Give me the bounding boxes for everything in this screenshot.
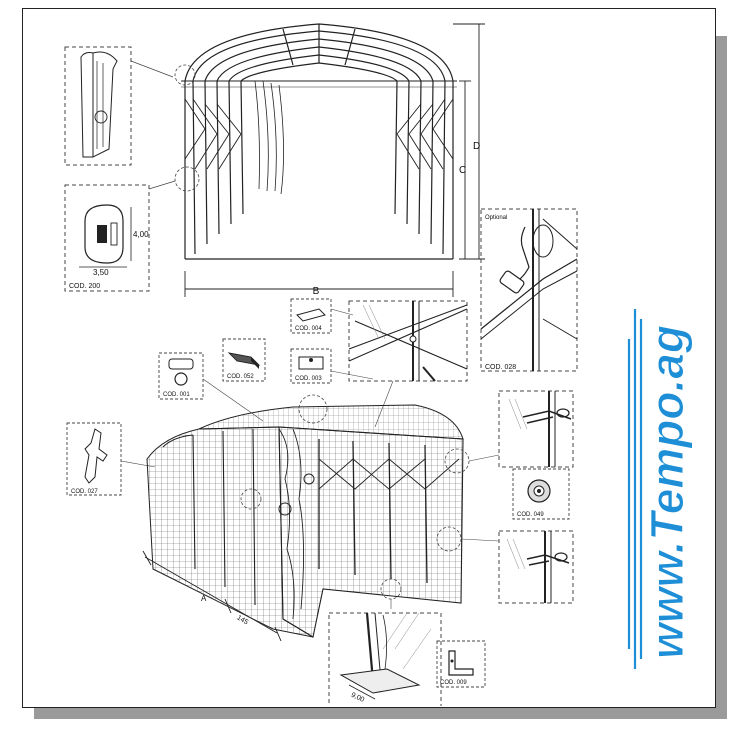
label-145: 145 xyxy=(236,614,250,626)
label-cod003: COD. 003 xyxy=(295,376,322,382)
label-cod004: COD. 004 xyxy=(295,326,322,332)
detail-profile-box xyxy=(64,46,196,166)
label-b: B xyxy=(313,286,320,297)
tunnel-perspective-view xyxy=(146,394,470,638)
label-cod200: COD. 200 xyxy=(69,283,100,290)
label-d: D xyxy=(473,141,480,152)
detail-optional-box xyxy=(480,208,578,372)
dimension-a xyxy=(142,550,282,642)
detail-cod052-box xyxy=(222,338,266,382)
label-a: A xyxy=(201,594,207,603)
label-cod049: COD. 049 xyxy=(517,512,544,518)
label-cod009: COD. 009 xyxy=(440,680,467,686)
technical-drawing: B C D 3,50 4,00 COD. 200 xyxy=(64,23,694,708)
detail-cod049-box xyxy=(512,468,570,520)
label-optional: Optional xyxy=(485,215,507,221)
drawing-sheet: B C D 3,50 4,00 COD. 200 xyxy=(22,8,716,708)
tempo-logo: www.Tempo.ag xyxy=(627,309,694,669)
detail-joint-box xyxy=(348,300,468,428)
label-cod027: COD. 027 xyxy=(71,489,98,495)
detail-clip-bottom-box xyxy=(460,530,574,604)
label-cod028: COD. 028 xyxy=(485,364,516,371)
label-c: C xyxy=(459,165,466,176)
detail-cod003-box xyxy=(290,348,374,384)
detail-cod200-box xyxy=(64,166,200,292)
label-cod001: COD. 001 xyxy=(163,392,190,398)
detail-ground-box xyxy=(328,599,442,708)
label-width: 3,50 xyxy=(93,268,109,277)
logo-text: www.Tempo.ag xyxy=(641,325,693,659)
label-900: 9,00 xyxy=(350,692,365,704)
dimension-b xyxy=(184,271,454,297)
label-cod052: COD. 052 xyxy=(227,374,254,380)
detail-cod004-box xyxy=(290,298,354,334)
tunnel-front-view xyxy=(181,23,457,260)
label-height: 4,00 xyxy=(133,230,149,239)
detail-cod009-box xyxy=(436,640,486,688)
detail-cod027-box xyxy=(66,422,156,496)
detail-clip-top-box xyxy=(468,390,574,468)
